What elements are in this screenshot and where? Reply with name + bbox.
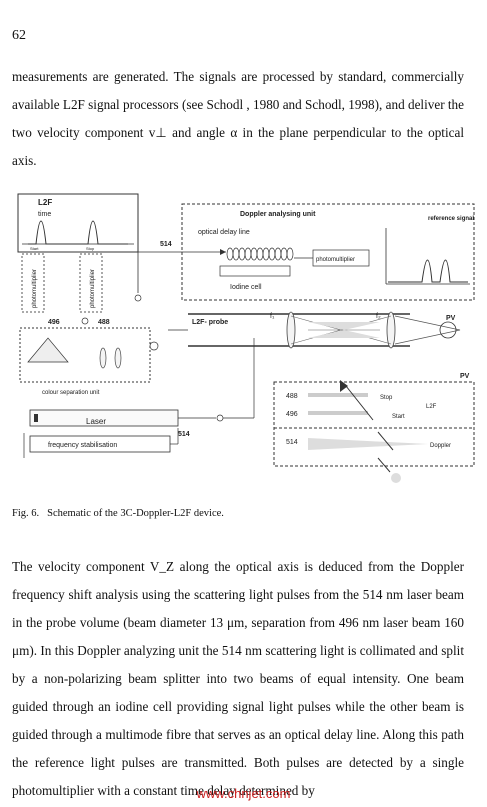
inset-496: 496 [286,411,298,418]
doppler-unit-label: Doppler analysing unit [240,211,316,218]
label-496: 496 [48,319,60,326]
pm1-label: photomultiplier [32,269,38,308]
beam-cone [308,322,380,338]
probe-volume [439,321,457,339]
start-label: Start [30,246,39,251]
colour-separation-box [19,327,151,383]
caption-label: Fig. 6. [12,508,40,519]
pv-label-1: PV [446,315,456,322]
inset-start: Start [392,414,405,420]
figure-schematic: L2F time Start Stop photomultiplier phot… [17,193,475,483]
optical-delay-label: optical delay line [198,229,250,236]
pm2-label: photomultiplier [90,269,96,308]
caption-text: Schematic of the 3C-Doppler-L2F device. [47,508,224,519]
label-514-top: 514 [160,241,172,248]
reference-pulses [388,259,468,283]
lens-f1 [286,311,296,349]
l2f-signal-box [17,193,139,253]
photomultiplier-box [312,249,370,267]
l2f-probe-label: L2F- probe [192,319,228,326]
laser-label: Laser [86,417,106,426]
reference-label: reference signal [428,216,474,222]
watermark: www.chnjet.com [196,786,291,801]
f2-label: f₂ [376,313,381,320]
l2f-title: L2F [38,198,52,207]
inset-box [273,381,475,467]
label-514-bottom: 514 [178,431,190,438]
stop-label: Stop [86,246,95,251]
inset-514: 514 [286,439,298,446]
inset-doppler: Doppler [430,443,451,449]
inset-488: 488 [286,393,298,400]
lens-f2 [386,311,396,349]
photomultiplier-h-label: photomultiplier [316,257,355,263]
iodine-cell [219,265,291,277]
iodine-label: Iodine cell [230,284,262,291]
l2f-pulses [28,220,128,245]
paragraph-2: The velocity component V_Z along the opt… [12,559,464,798]
page-number: 62 [12,28,26,43]
inset-stop: Stop [380,395,393,401]
figure-caption: Fig. 6. Schematic of the 3C-Doppler-L2F d… [12,508,224,519]
freq-stab-label: frequency stabilisation [48,442,117,449]
colour-sep-label: colour separation unit [42,390,100,396]
pv-label-2: PV [460,373,470,380]
f1-label: f₁ [270,313,275,320]
inset-l2f: L2F [426,404,437,410]
time-label: time [38,211,51,218]
label-488: 488 [98,319,110,326]
paragraph-1: measurements are generated. The signals … [12,69,464,168]
delay-coil [226,247,294,261]
